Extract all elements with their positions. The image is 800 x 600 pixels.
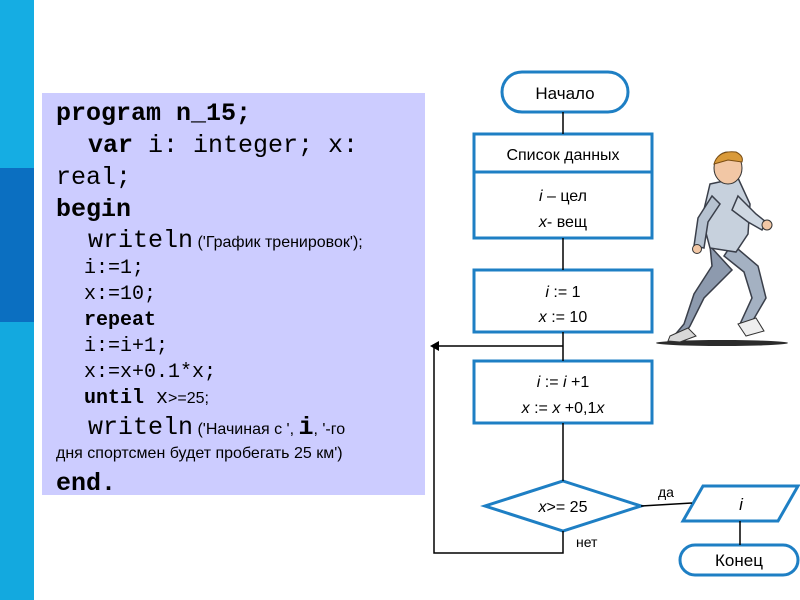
code-line-i-inc: i:=i+1; xyxy=(84,335,169,358)
code-text: ('График тренировок'); xyxy=(193,234,363,251)
data-header-label: Список данных xyxy=(506,147,619,164)
code-text: i: integer; x: xyxy=(133,131,359,160)
front-hand xyxy=(761,219,773,231)
connector-condition-yes xyxy=(640,502,693,507)
var-i: i xyxy=(545,284,549,301)
op: := xyxy=(540,374,563,391)
code-line-until: until x>=25; xyxy=(56,389,425,409)
output-label: i xyxy=(739,495,744,514)
start-label: Начало xyxy=(535,84,594,103)
var-x: x xyxy=(538,309,548,326)
loop-arrow-head xyxy=(430,341,439,351)
condition-text: >= 25 xyxy=(547,499,588,516)
init-x-label: x := 10 xyxy=(538,309,588,326)
op: := xyxy=(530,400,553,417)
output-parallelogram xyxy=(680,484,800,523)
data-x-label: x- вещ xyxy=(538,214,587,231)
code-text: x xyxy=(144,387,169,410)
sidebar-strip xyxy=(0,0,34,600)
code-line-x-init: x:=10; xyxy=(84,283,157,306)
value: := 10 xyxy=(547,309,588,326)
value: +0,1 xyxy=(560,400,596,417)
condition-label: x>= 25 xyxy=(538,499,588,516)
var-x: x xyxy=(538,214,548,231)
back-arm xyxy=(693,194,721,249)
keyword-writeln: writeln xyxy=(88,226,194,255)
code-line-var: var i: integer; x: xyxy=(56,133,425,158)
var-x: x xyxy=(538,499,548,516)
step-x-label: x := x +0,1x xyxy=(521,400,606,417)
front-shoe xyxy=(737,317,765,337)
runner-hair xyxy=(713,151,743,165)
runner-illustration xyxy=(656,151,788,346)
no-label: нет xyxy=(576,534,598,550)
code-line-i-init: i:=1; xyxy=(84,257,145,280)
code-panel: program n_15; var i: integer; x: real; b… xyxy=(42,93,425,498)
var-i: i xyxy=(537,374,541,391)
var-x: x xyxy=(521,400,531,417)
var-x: x xyxy=(551,400,561,417)
back-hand xyxy=(692,244,702,254)
front-arm xyxy=(731,194,767,232)
sidebar-segment-bottom xyxy=(0,322,34,600)
end-label: Конец xyxy=(715,551,763,570)
init-i-label: i := 1 xyxy=(545,284,580,301)
front-leg xyxy=(722,242,767,325)
code-text: >=25; xyxy=(168,390,209,407)
keyword-until: until xyxy=(84,387,145,410)
code-line-repeat: repeat xyxy=(84,309,157,332)
code-line-message: дня спортсмен будет пробегать 25 км') xyxy=(56,445,343,462)
ground-shadow xyxy=(656,340,788,346)
code-text: ('Начиная с ', xyxy=(193,421,299,438)
code-line-writeln-result: writeln ('Начиная с ', i, '-го xyxy=(56,415,425,440)
code-line-program: program n_15; xyxy=(56,99,252,128)
code-line-writeln-title: writeln ('График тренировок'); xyxy=(56,228,425,253)
code-text: , '-го xyxy=(313,421,346,438)
var-x: x xyxy=(595,400,605,417)
sidebar-segment-top xyxy=(0,0,34,168)
yes-label: да xyxy=(658,484,674,500)
type-real: - вещ xyxy=(547,214,587,231)
end-terminator xyxy=(678,543,800,577)
keyword-writeln: writeln xyxy=(88,413,194,442)
start-terminator xyxy=(500,70,630,114)
var-i: i xyxy=(563,374,567,391)
back-shoe xyxy=(667,327,697,343)
code-line-x-update: x:=x+0.1*x; xyxy=(84,361,217,384)
keyword-var: var xyxy=(88,131,134,160)
loop-back-line xyxy=(433,345,564,554)
var-i: i xyxy=(539,188,543,205)
code-line-end: end. xyxy=(56,469,117,498)
back-leg xyxy=(672,243,734,337)
step-i-label: i := i +1 xyxy=(537,374,590,391)
code-line-begin: begin xyxy=(56,195,132,224)
code-line-real: real; xyxy=(56,163,132,192)
sidebar-segment-middle xyxy=(0,168,34,322)
code-var-i: i xyxy=(298,413,314,442)
type-int: – цел xyxy=(543,188,587,205)
data-i-label: i – цел xyxy=(539,188,587,205)
value: := 1 xyxy=(549,284,581,301)
value: +1 xyxy=(567,374,590,391)
